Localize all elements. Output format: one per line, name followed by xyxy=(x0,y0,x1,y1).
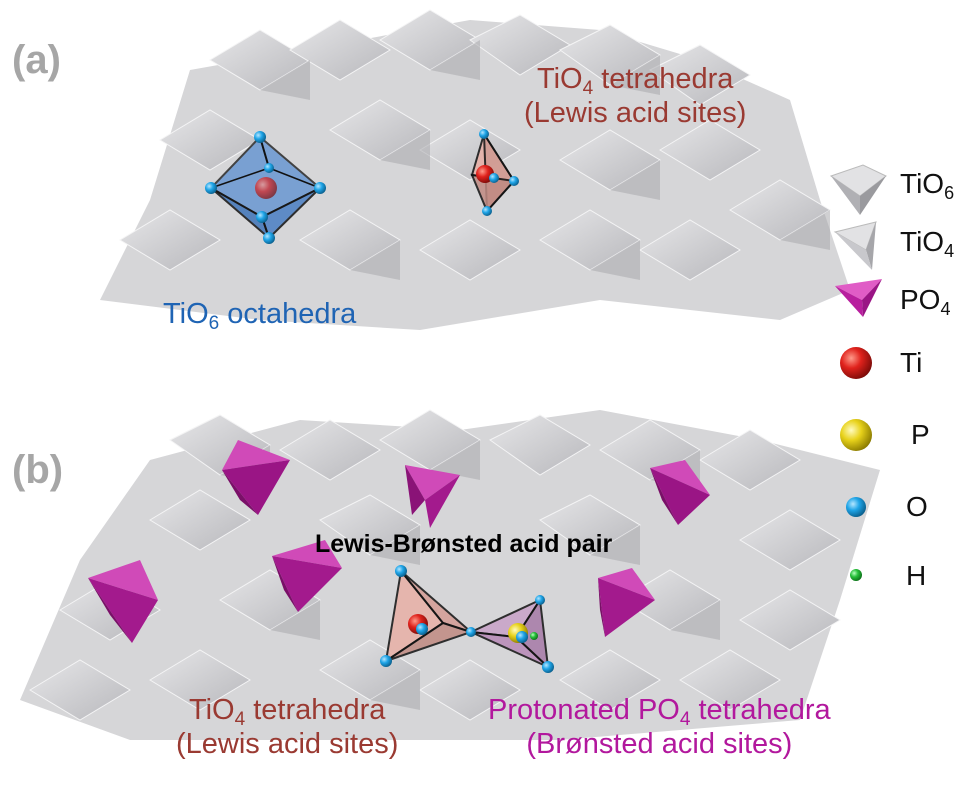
legend-label-h: H xyxy=(906,560,927,591)
po4-tetrahedra xyxy=(88,440,710,643)
legend-label-tio6: TiO6 xyxy=(900,168,955,203)
framework-b xyxy=(20,409,880,740)
ti-atom-icon xyxy=(840,347,872,379)
po4-tetrahedron-1 xyxy=(222,440,290,515)
protonated-po4-label: Protonated PO4 tetrahedra (Brønsted acid… xyxy=(488,694,831,760)
tio6-octahedron-icon xyxy=(829,164,887,215)
tio4-tetrahedra-label-a: TiO4 tetrahedra (Lewis acid sites) xyxy=(524,63,747,129)
panel-label-b: (b) xyxy=(12,448,64,492)
legend-label-ti: Ti xyxy=(900,347,923,378)
h-atom-icon xyxy=(850,569,862,581)
legend-label-po4: PO4 xyxy=(900,284,951,319)
po4-tetrahedron-6 xyxy=(598,568,655,637)
o-atom-icon xyxy=(846,497,866,517)
tio6-octahedra-label: TiO6 octahedra xyxy=(163,298,357,334)
tio4-tetrahedron-highlight-a xyxy=(470,129,519,216)
legend-label-o: O xyxy=(906,491,928,522)
tio4-tetrahedra-label-b: TiO4 tetrahedra (Lewis acid sites) xyxy=(176,694,399,760)
po4-tetrahedron-5 xyxy=(272,540,342,612)
po4-tetrahedron-4 xyxy=(88,560,158,643)
legend-label-p: P xyxy=(911,419,930,450)
po4-tetrahedron-3 xyxy=(650,460,710,525)
po4-tetrahedron-2 xyxy=(405,465,460,528)
tio4-tetrahedron-icon xyxy=(833,221,877,270)
lewis-bronsted-pair-label: Lewis-Brønsted acid pair xyxy=(315,530,613,558)
legend-label-tio4: TiO4 xyxy=(900,226,955,261)
p-atom-icon xyxy=(840,419,872,451)
panel-label-a: (a) xyxy=(12,38,61,82)
acid-pair-highlight xyxy=(380,565,554,673)
po4-tetrahedron-icon xyxy=(835,279,882,317)
tio6-octahedron-highlight xyxy=(205,131,326,244)
